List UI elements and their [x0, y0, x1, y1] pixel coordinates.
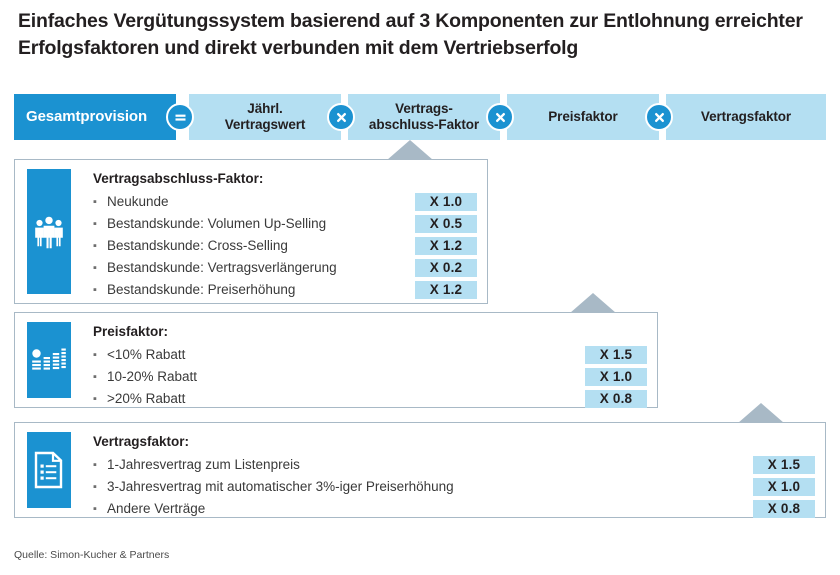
list-item-label: >20% Rabatt: [107, 391, 186, 406]
factor-badge: X 0.8: [753, 500, 815, 518]
bullet-icon: ▪: [93, 371, 97, 383]
multiply-icon-3: [645, 103, 673, 131]
list-item-label: 1-Jahresvertrag zum Listenpreis: [107, 457, 300, 472]
list-item: ▪ 1-Jahresvertrag zum Listenpreis X 1.5: [93, 454, 815, 476]
panel-heading: Preisfaktor:: [93, 324, 169, 339]
list-item: ▪ <10% Rabatt X 1.5: [93, 344, 647, 366]
list-item-label: 10-20% Rabatt: [107, 369, 198, 384]
list-item-label: Neukunde: [107, 194, 169, 209]
formula-term-label: Gesamtprovision: [26, 108, 148, 125]
panel-vertragsfaktor: Vertragsfaktor: ▪ 1-Jahresvertrag zum Lis…: [14, 422, 826, 518]
list-item: ▪ Bestandskunde: Vertragsverlängerung X 0…: [93, 257, 477, 279]
factor-badge: X 1.5: [585, 346, 647, 364]
formula-term-label-line1: Vertrags-: [395, 101, 453, 116]
bullet-icon: ▪: [93, 503, 97, 515]
list-item: ▪ Andere Verträge X 0.8: [93, 498, 815, 520]
formula-term-label: Preisfaktor: [548, 109, 618, 124]
formula-term-vertragsfaktor[interactable]: Vertragsfaktor: [666, 94, 826, 140]
list-item: ▪ 10-20% Rabatt X 1.0: [93, 366, 647, 388]
factor-badge: X 1.0: [585, 368, 647, 386]
list-item-label: Bestandskunde: Vertragsverlängerung: [107, 260, 337, 275]
list-item: ▪ Bestandskunde: Cross-Selling X 1.2: [93, 235, 477, 257]
formula-term-label-line2: abschluss-Faktor: [368, 117, 480, 132]
bullet-icon: ▪: [93, 481, 97, 493]
factor-badge: X 0.2: [415, 259, 477, 277]
list-item: ▪ >20% Rabatt X 0.8: [93, 388, 647, 410]
list-item: ▪ 3-Jahresvertrag mit automatischer 3%-ig…: [93, 476, 815, 498]
connector-arrow-preisfaktor: [570, 293, 616, 313]
factor-badge: X 1.2: [415, 237, 477, 255]
page-title: Einfaches Vergütungssystem basierend auf…: [18, 10, 803, 59]
multiply-icon-1: [327, 103, 355, 131]
panel-body: Preisfaktor: ▪ <10% Rabatt X 1.5 ▪ 10-20% …: [93, 323, 647, 408]
list-item-label: Andere Verträge: [107, 501, 206, 516]
bullet-icon: ▪: [93, 284, 97, 296]
panel-heading: Vertragsabschluss-Faktor:: [93, 171, 264, 186]
formula-term-jaehrl-vertragswert[interactable]: Jährl. Vertragswert: [189, 94, 341, 140]
connector-arrow-vertragsabschluss: [387, 140, 433, 160]
bullet-icon: ▪: [93, 196, 97, 208]
list-item-label: Bestandskunde: Volumen Up-Selling: [107, 216, 327, 231]
list-item-label: Bestandskunde: Preiserhöhung: [107, 282, 296, 297]
formula-term-vertragsabschluss-faktor[interactable]: Vertrags- abschluss-Faktor: [348, 94, 500, 140]
formula-term-gesamtprovision[interactable]: Gesamtprovision: [14, 94, 176, 140]
equals-icon: [166, 103, 194, 131]
panel-body: Vertragsfaktor: ▪ 1-Jahresvertrag zum Lis…: [93, 433, 815, 518]
factor-badge: X 1.2: [415, 281, 477, 299]
factor-badge: X 0.5: [415, 215, 477, 233]
factor-badge: X 0.8: [585, 390, 647, 408]
list-item-label: 3-Jahresvertrag mit automatischer 3%-ige…: [107, 479, 454, 494]
bullet-icon: ▪: [93, 240, 97, 252]
panel-heading: Vertragsfaktor:: [93, 434, 190, 449]
list-item: ▪ Neukunde X 1.0: [93, 191, 477, 213]
connector-arrow-vertragsfaktor: [738, 403, 784, 423]
formula-term-label-line2: Vertragswert: [224, 117, 306, 132]
factor-badge: X 1.0: [415, 193, 477, 211]
bar-chart-icon: [27, 322, 71, 398]
bullet-icon: ▪: [93, 459, 97, 471]
group-people-icon: [27, 169, 71, 294]
bullet-icon: ▪: [93, 349, 97, 361]
bullet-icon: ▪: [93, 218, 97, 230]
list-item-label: Bestandskunde: Cross-Selling: [107, 238, 288, 253]
list-item-label: <10% Rabatt: [107, 347, 186, 362]
list-item: ▪ Bestandskunde: Volumen Up-Selling X 0.5: [93, 213, 477, 235]
factor-badge: X 1.5: [753, 456, 815, 474]
list-item: ▪ Bestandskunde: Preiserhöhung X 1.2: [93, 279, 477, 301]
panel-vertragsabschluss-faktor: Vertragsabschluss-Faktor: ▪ Neukunde X 1.…: [14, 159, 488, 304]
panel-body: Vertragsabschluss-Faktor: ▪ Neukunde X 1.…: [93, 170, 477, 299]
formula-bar: Gesamtprovision Jährl. Vertragswert Vert…: [14, 94, 826, 140]
factor-badge: X 1.0: [753, 478, 815, 496]
formula-term-preisfaktor[interactable]: Preisfaktor: [507, 94, 659, 140]
document-list-icon: [27, 432, 71, 508]
source-note: Quelle: Simon-Kucher & Partners: [14, 549, 170, 561]
bullet-icon: ▪: [93, 393, 97, 405]
bullet-icon: ▪: [93, 262, 97, 274]
multiply-icon-2: [486, 103, 514, 131]
formula-term-label-line1: Jährl.: [247, 101, 283, 116]
formula-term-label: Vertragsfaktor: [700, 109, 792, 124]
panel-preisfaktor: Preisfaktor: ▪ <10% Rabatt X 1.5 ▪ 10-20% …: [14, 312, 658, 408]
